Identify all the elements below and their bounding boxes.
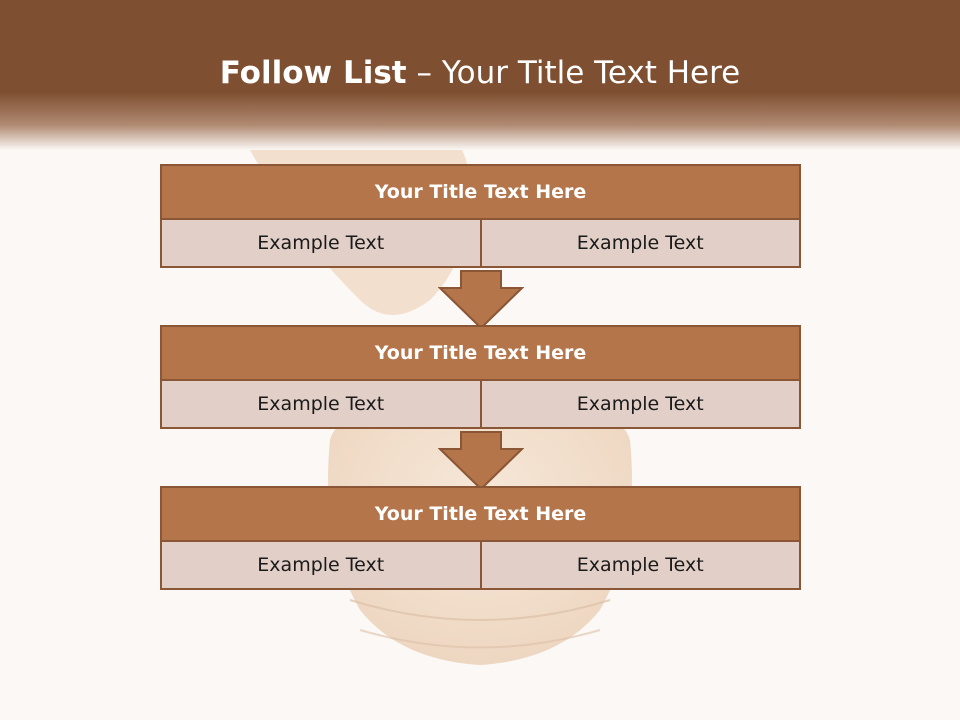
block-cell-right: Example Text — [481, 220, 801, 268]
slide-title-bold: Follow List — [219, 55, 407, 91]
block-row: Example Text Example Text — [160, 542, 801, 590]
down-arrow-icon — [438, 270, 524, 330]
block-row: Example Text Example Text — [160, 381, 801, 429]
block-title: Your Title Text Here — [160, 325, 801, 381]
list-block-2: Your Title Text Here Example Text Exampl… — [160, 325, 801, 429]
block-cell-right: Example Text — [481, 381, 801, 429]
block-row: Example Text Example Text — [160, 220, 801, 268]
list-block-1: Your Title Text Here Example Text Exampl… — [160, 164, 801, 268]
header-band — [0, 0, 960, 150]
slide-title: Follow List – Your Title Text Here — [0, 55, 960, 91]
block-cell-right: Example Text — [481, 542, 801, 590]
block-cell-left: Example Text — [160, 542, 482, 590]
block-cell-left: Example Text — [160, 381, 482, 429]
slide-title-rest: – Your Title Text Here — [406, 55, 741, 91]
list-block-3: Your Title Text Here Example Text Exampl… — [160, 486, 801, 590]
down-arrow-icon — [438, 431, 524, 491]
block-title: Your Title Text Here — [160, 486, 801, 542]
block-cell-left: Example Text — [160, 220, 482, 268]
block-title: Your Title Text Here — [160, 164, 801, 220]
